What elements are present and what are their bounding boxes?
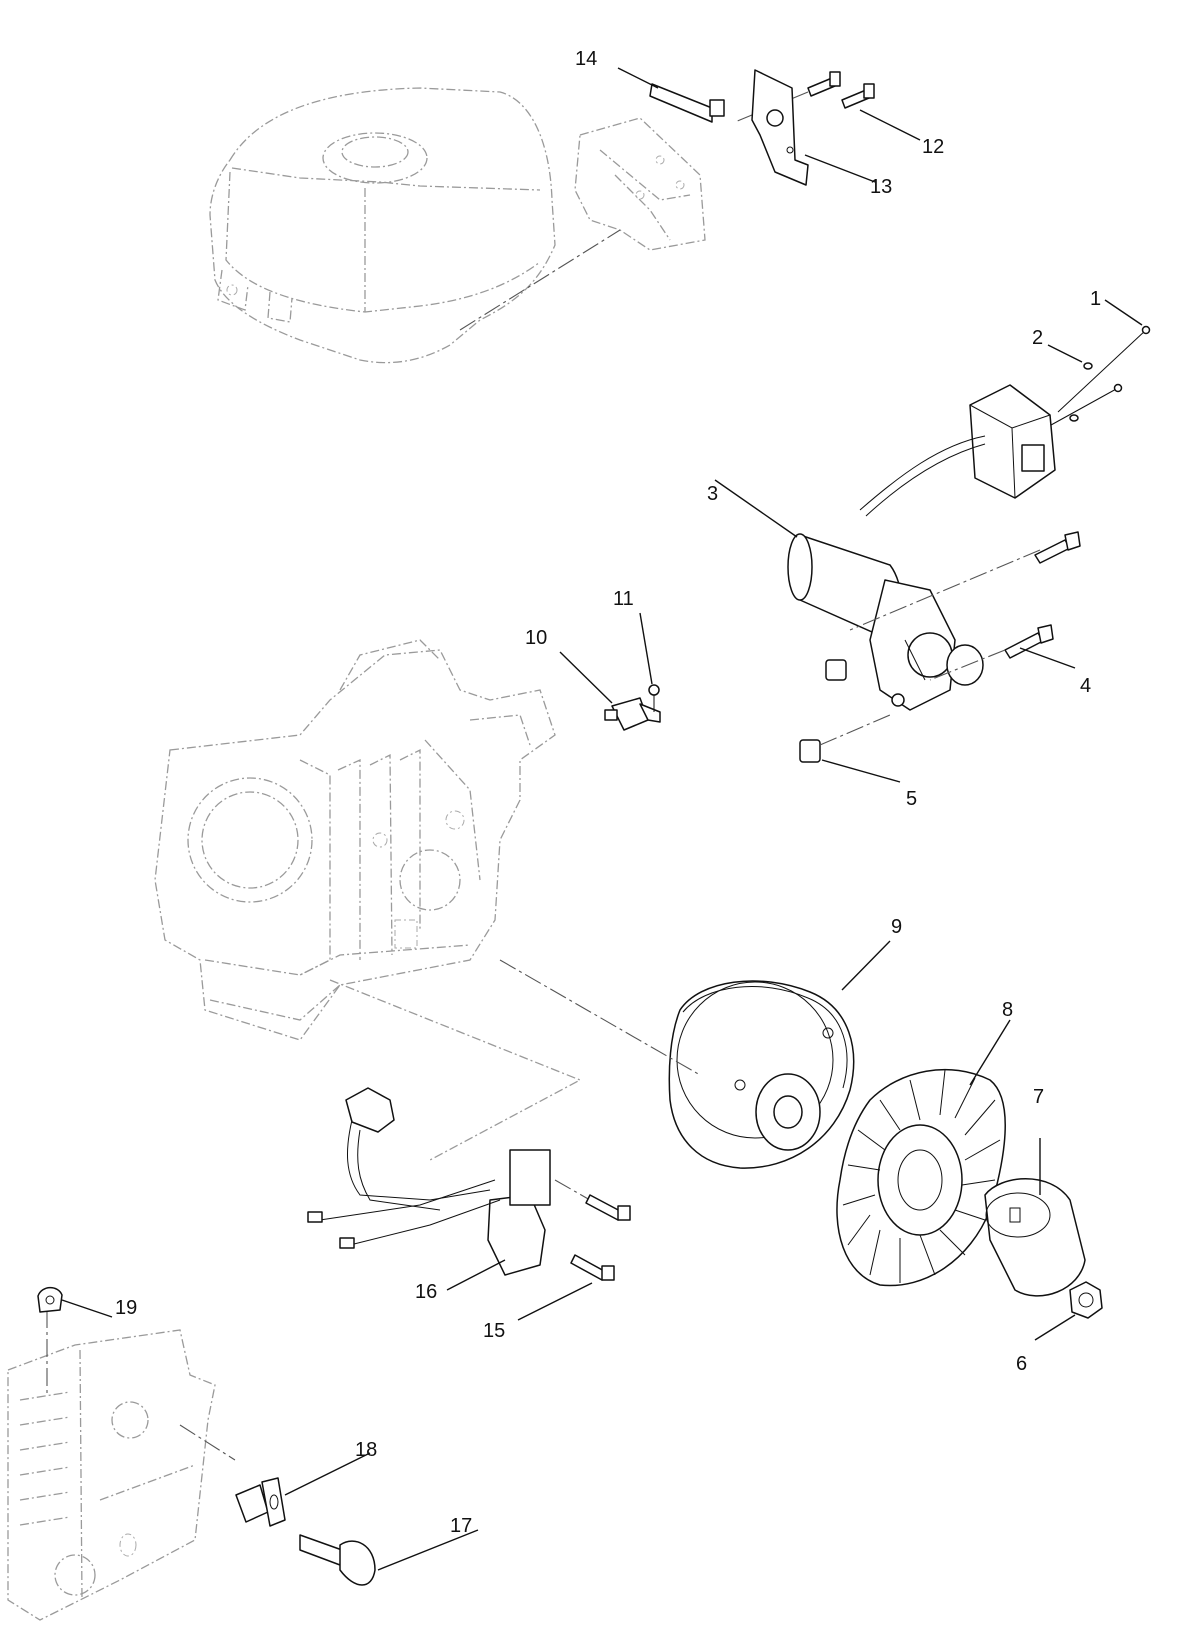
callout-18: 18 bbox=[355, 1439, 377, 1461]
leader-10 bbox=[559, 651, 613, 704]
washer-2 bbox=[1069, 362, 1093, 422]
callout-19: 19 bbox=[115, 1297, 137, 1319]
bolt-15 bbox=[570, 1194, 631, 1281]
leader-5 bbox=[821, 759, 901, 783]
leader-16 bbox=[446, 1259, 506, 1291]
fuel-tank-ghost bbox=[209, 87, 556, 364]
leader-lines bbox=[61, 67, 1143, 1571]
callout-14: 14 bbox=[575, 48, 597, 70]
leader-19 bbox=[61, 1299, 113, 1318]
flywheel-9 bbox=[499, 959, 855, 1169]
cooling-fan-8 bbox=[836, 1068, 1006, 1287]
callout-9: 9 bbox=[891, 916, 902, 938]
lever-14 bbox=[649, 83, 725, 123]
starter-motor-3 bbox=[787, 533, 1041, 711]
callout-7: 7 bbox=[1033, 1086, 1044, 1108]
clip-19 bbox=[37, 1286, 63, 1313]
bolt-4 bbox=[929, 531, 1081, 681]
callout-4: 4 bbox=[1080, 675, 1091, 697]
starter-solenoid bbox=[859, 384, 1056, 517]
callout-16: 16 bbox=[415, 1281, 437, 1303]
leader-13 bbox=[804, 154, 876, 183]
leader-9 bbox=[841, 940, 891, 991]
key-switch-18 bbox=[235, 1477, 286, 1527]
nut-6 bbox=[1069, 1281, 1103, 1319]
leader-1 bbox=[1104, 299, 1143, 326]
clutch-cup-7 bbox=[984, 1178, 1086, 1297]
callout-11: 11 bbox=[613, 588, 634, 610]
blower-housing-ghost bbox=[7, 1310, 236, 1621]
control-bracket-ghost bbox=[459, 117, 706, 331]
callout-13: 13 bbox=[870, 176, 892, 198]
callout-2: 2 bbox=[1032, 327, 1043, 349]
leader-11 bbox=[639, 612, 653, 685]
leader-6 bbox=[1034, 1314, 1076, 1341]
leader-18 bbox=[284, 1452, 371, 1496]
leader-2 bbox=[1047, 344, 1083, 363]
callout-15: 15 bbox=[483, 1320, 505, 1342]
callout-1: 1 bbox=[1090, 288, 1101, 310]
key-17 bbox=[299, 1534, 376, 1586]
callout-17: 17 bbox=[450, 1515, 472, 1537]
leader-12 bbox=[859, 109, 921, 141]
sensor-10 bbox=[604, 697, 661, 731]
callout-numbers: 1 2 3 4 5 6 7 8 9 10 11 12 13 14 15 16 1… bbox=[115, 48, 1101, 1537]
dowel-pin-5 bbox=[799, 659, 891, 763]
leader-3 bbox=[714, 479, 798, 538]
leader-14 bbox=[617, 67, 659, 89]
callout-3: 3 bbox=[707, 483, 718, 505]
screw-11 bbox=[648, 684, 660, 712]
engine-block-ghost bbox=[154, 639, 556, 1041]
screw-long-1 bbox=[1041, 325, 1151, 431]
ignition-coil-16 bbox=[307, 979, 591, 1276]
leader-4 bbox=[1019, 647, 1076, 669]
callout-6: 6 bbox=[1016, 1353, 1027, 1375]
leader-8 bbox=[969, 1019, 1011, 1086]
callout-5: 5 bbox=[906, 788, 917, 810]
callout-12: 12 bbox=[922, 136, 944, 158]
leader-15 bbox=[517, 1282, 593, 1321]
callout-8: 8 bbox=[1002, 999, 1013, 1021]
plate-13 bbox=[751, 69, 809, 186]
leader-17 bbox=[377, 1529, 479, 1571]
callout-10: 10 bbox=[525, 627, 547, 649]
